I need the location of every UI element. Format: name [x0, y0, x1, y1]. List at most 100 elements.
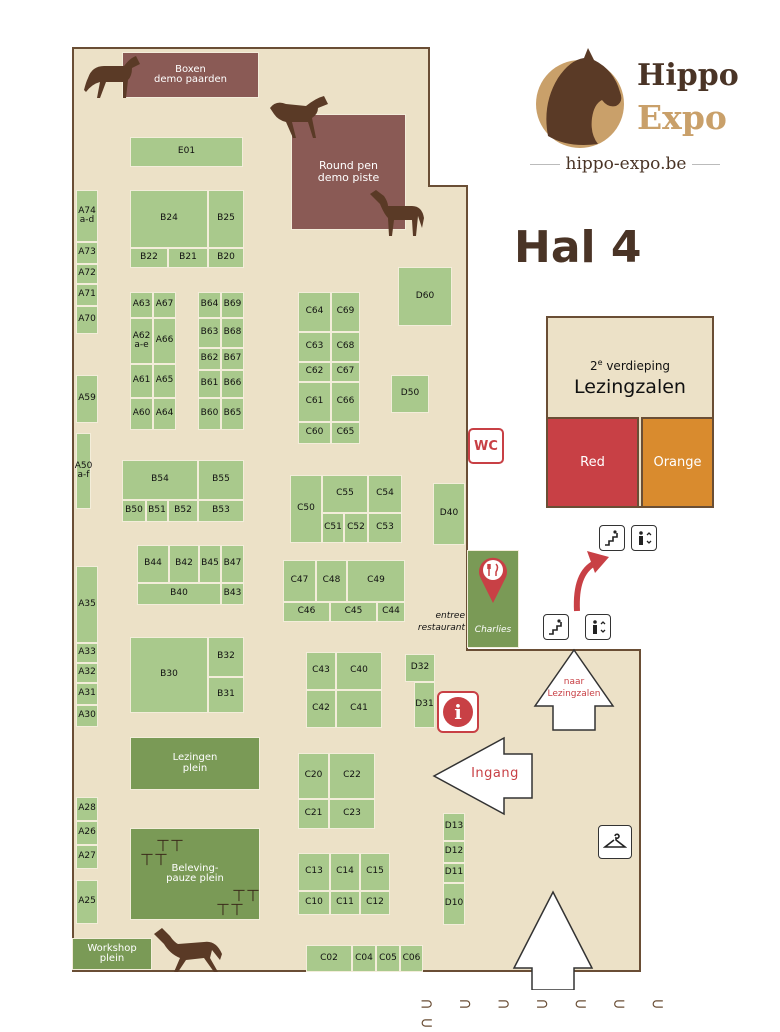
- booth-d31[interactable]: D31: [414, 682, 435, 728]
- booth-b68[interactable]: B68: [221, 318, 244, 348]
- booth-a67[interactable]: A67: [153, 292, 176, 318]
- booth-c66[interactable]: C66: [331, 382, 360, 422]
- booth-c20[interactable]: C20: [298, 753, 329, 799]
- booth-b25[interactable]: B25: [208, 190, 244, 248]
- booth-b69[interactable]: B69: [221, 292, 244, 318]
- booth-d11[interactable]: D11: [443, 863, 465, 883]
- booth-c67[interactable]: C67: [331, 362, 360, 382]
- booth-a74[interactable]: A74 a-d: [76, 190, 98, 242]
- booth-b31[interactable]: B31: [208, 677, 244, 713]
- booth-c22[interactable]: C22: [329, 753, 375, 799]
- booth-c47[interactable]: C47: [283, 560, 316, 602]
- booth-e01[interactable]: E01: [130, 137, 243, 167]
- booth-d40[interactable]: D40: [433, 483, 465, 545]
- booth-a35[interactable]: A35: [76, 566, 98, 643]
- booth-d50[interactable]: D50: [391, 375, 429, 413]
- booth-b53[interactable]: B53: [198, 500, 244, 522]
- booth-c63[interactable]: C63: [298, 332, 331, 362]
- booth-a65[interactable]: A65: [153, 364, 176, 398]
- booth-c51[interactable]: C51: [322, 513, 344, 543]
- booth-a25[interactable]: A25: [76, 880, 98, 924]
- room-red[interactable]: Red: [546, 417, 639, 508]
- booth-b54[interactable]: B54: [122, 460, 198, 500]
- booth-b64[interactable]: B64: [198, 292, 221, 318]
- booth-b22[interactable]: B22: [130, 248, 168, 268]
- booth-c61[interactable]: C61: [298, 382, 331, 422]
- booth-c15[interactable]: C15: [360, 853, 390, 891]
- booth-a50[interactable]: A50 a-f: [75, 433, 92, 509]
- booth-b63[interactable]: B63: [198, 318, 221, 348]
- booth-c60[interactable]: C60: [298, 422, 331, 444]
- booth-a32[interactable]: A32: [76, 663, 98, 683]
- booth-c64[interactable]: C64: [298, 292, 331, 332]
- booth-a71[interactable]: A71: [76, 284, 98, 306]
- booth-a30[interactable]: A30: [76, 705, 98, 727]
- logo-url[interactable]: hippo-expo.be: [530, 154, 722, 174]
- booth-b24[interactable]: B24: [130, 190, 208, 248]
- booth-b21[interactable]: B21: [168, 248, 208, 268]
- booth-a64[interactable]: A64: [153, 398, 176, 430]
- booth-b60[interactable]: B60: [198, 398, 221, 430]
- booth-b65[interactable]: B65: [221, 398, 244, 430]
- booth-b30[interactable]: B30: [130, 637, 208, 713]
- lezingen-plein[interactable]: Lezingen plein: [130, 737, 260, 790]
- boxen-demo-paarden[interactable]: Boxen demo paarden: [122, 52, 259, 98]
- booth-b47[interactable]: B47: [221, 545, 244, 583]
- booth-c05[interactable]: C05: [376, 945, 400, 972]
- booth-c50[interactable]: C50: [290, 475, 322, 543]
- booth-b62[interactable]: B62: [198, 348, 221, 370]
- booth-c42[interactable]: C42: [306, 690, 336, 728]
- booth-b55[interactable]: B55: [198, 460, 244, 500]
- booth-a60[interactable]: A60: [130, 398, 153, 430]
- booth-c55[interactable]: C55: [322, 475, 368, 513]
- booth-b67[interactable]: B67: [221, 348, 244, 370]
- booth-a27[interactable]: A27: [76, 845, 98, 869]
- booth-c43[interactable]: C43: [306, 652, 336, 690]
- booth-c44[interactable]: C44: [377, 602, 405, 622]
- booth-c49[interactable]: C49: [347, 560, 405, 602]
- booth-c54[interactable]: C54: [368, 475, 402, 513]
- booth-b42[interactable]: B42: [169, 545, 199, 583]
- booth-c12[interactable]: C12: [360, 891, 390, 915]
- info-sign[interactable]: i: [437, 691, 479, 733]
- booth-a62[interactable]: A62 a-e: [130, 318, 153, 364]
- booth-b43[interactable]: B43: [221, 583, 244, 605]
- booth-c46[interactable]: C46: [283, 602, 330, 622]
- booth-a73[interactable]: A73: [76, 242, 98, 264]
- booth-c62[interactable]: C62: [298, 362, 331, 382]
- booth-b66[interactable]: B66: [221, 370, 244, 398]
- booth-d13[interactable]: D13: [443, 813, 465, 841]
- booth-a61[interactable]: A61: [130, 364, 153, 398]
- booth-b61[interactable]: B61: [198, 370, 221, 398]
- booth-a31[interactable]: A31: [76, 683, 98, 705]
- booth-c06[interactable]: C06: [400, 945, 423, 972]
- booth-c45[interactable]: C45: [330, 602, 377, 622]
- booth-d32[interactable]: D32: [405, 654, 435, 682]
- booth-b20[interactable]: B20: [208, 248, 244, 268]
- booth-a63[interactable]: A63: [130, 292, 153, 318]
- booth-d60[interactable]: D60: [398, 267, 452, 326]
- booth-b51[interactable]: B51: [146, 500, 168, 522]
- booth-c11[interactable]: C11: [330, 891, 360, 915]
- booth-a72[interactable]: A72: [76, 264, 98, 284]
- booth-a33[interactable]: A33: [76, 643, 98, 663]
- booth-c23[interactable]: C23: [329, 799, 375, 829]
- booth-c48[interactable]: C48: [316, 560, 347, 602]
- booth-c68[interactable]: C68: [331, 332, 360, 362]
- booth-a28[interactable]: A28: [76, 797, 98, 821]
- booth-c53[interactable]: C53: [368, 513, 402, 543]
- booth-a66[interactable]: A66: [153, 318, 176, 364]
- booth-b44[interactable]: B44: [137, 545, 169, 583]
- booth-b40[interactable]: B40: [137, 583, 221, 605]
- booth-c69[interactable]: C69: [331, 292, 360, 332]
- booth-b32[interactable]: B32: [208, 637, 244, 677]
- booth-c14[interactable]: C14: [330, 853, 360, 891]
- booth-d10[interactable]: D10: [443, 883, 465, 925]
- booth-b45[interactable]: B45: [199, 545, 221, 583]
- booth-c41[interactable]: C41: [336, 690, 382, 728]
- booth-d12[interactable]: D12: [443, 841, 465, 863]
- booth-b52[interactable]: B52: [168, 500, 198, 522]
- booth-c52[interactable]: C52: [344, 513, 368, 543]
- booth-a70[interactable]: A70: [76, 306, 98, 334]
- beleving-pauze-plein[interactable]: Beleving- pauze plein: [130, 828, 260, 920]
